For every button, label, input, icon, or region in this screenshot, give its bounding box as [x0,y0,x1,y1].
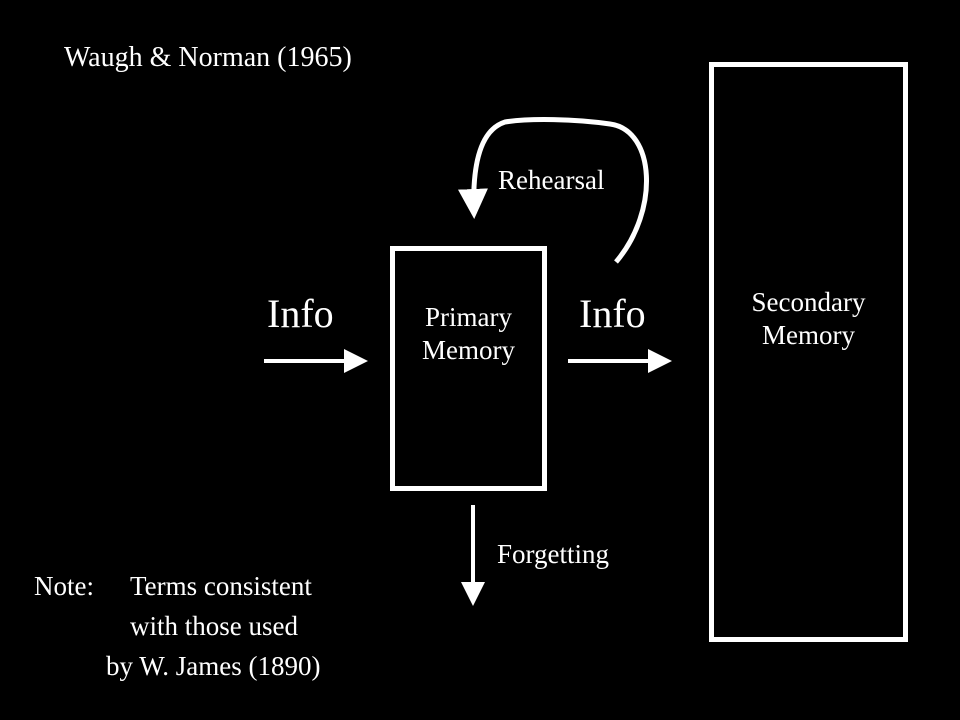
note-line-1: Terms consistent [130,571,312,601]
diagram-title: Waugh & Norman (1965) [64,42,352,73]
rehearsal-label: Rehearsal [498,165,605,195]
forgetting-label: Forgetting [497,539,610,569]
note-line-2: with those used [130,611,298,641]
rehearsal-arrow [457,117,649,264]
info-out-label: Info [579,291,646,336]
note-line-3: by W. James (1890) [106,651,321,681]
info-in-label: Info [267,291,334,336]
secondary-memory-box: Secondary Memory [709,62,908,642]
primary-memory-label-line1: Primary [425,302,512,332]
note-heading: Note: [34,571,94,601]
primary-memory-box: Primary Memory [390,246,547,491]
secondary-memory-label-line2: Memory [762,320,855,350]
secondary-memory-label-line1: Secondary [751,287,866,317]
primary-memory-label-line2: Memory [422,335,515,365]
